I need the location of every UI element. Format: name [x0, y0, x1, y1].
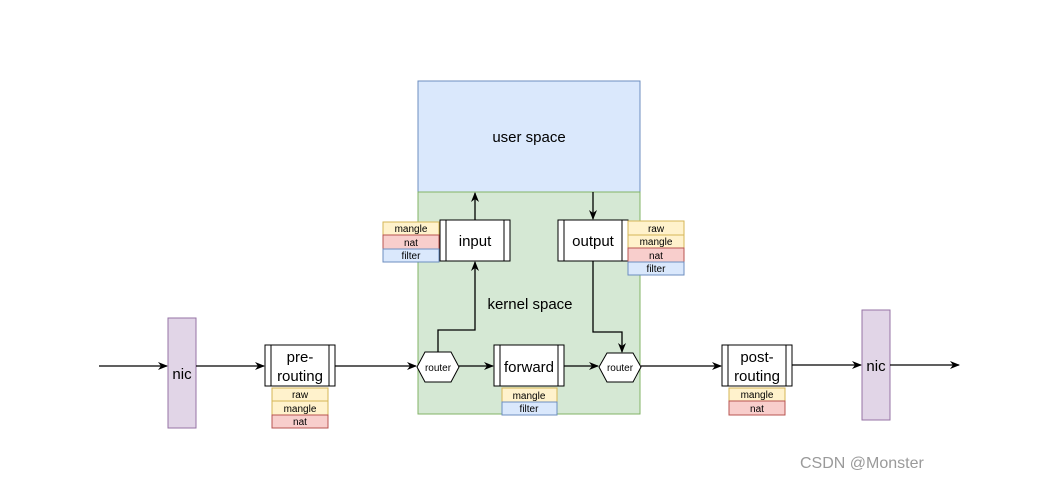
output-table-raw: raw — [648, 224, 665, 235]
output-table-filter-box — [627, 261, 685, 276]
csdn-watermark: CSDN @Monster — [800, 455, 924, 472]
input-label: input — [459, 233, 492, 250]
output-table-nat: nat — [649, 251, 663, 262]
user-space-region — [417, 80, 641, 193]
postrouting-label-line1: post- — [740, 349, 773, 366]
kernel-space-label: kernel space — [487, 296, 572, 313]
forward-label: forward — [504, 359, 554, 376]
user-space-label: user space — [492, 129, 565, 146]
input-table-nat: nat — [404, 238, 418, 249]
postrouting-table-nat: nat — [750, 404, 764, 415]
forward-table-filter: filter — [520, 404, 540, 415]
prerouting-table-nat-box — [271, 414, 329, 429]
output-label: output — [572, 233, 615, 250]
output-chain — [557, 219, 629, 262]
router-left-box — [416, 351, 460, 383]
forward-table-filter-box — [501, 401, 558, 416]
prerouting-table-nat: nat — [293, 417, 307, 428]
input-table-mangle: mangle — [395, 224, 428, 235]
router-right-box — [598, 352, 642, 383]
input-table-filter-box — [382, 248, 440, 263]
forward-chain — [493, 344, 565, 387]
nic-out-label: nic — [866, 358, 886, 375]
postrouting-label-line2: routing — [734, 368, 780, 385]
nic-in-box — [167, 317, 197, 429]
prerouting-label-line1: pre- — [287, 349, 314, 366]
postrouting-table-nat-box — [728, 400, 786, 416]
edge-output-to-router — [592, 261, 626, 353]
edge-router-to-input — [437, 261, 479, 352]
router-left-label: router — [425, 363, 452, 374]
nic-in-label: nic — [172, 366, 192, 383]
prerouting-label-line2: routing — [277, 368, 323, 385]
postrouting-table-mangle: mangle — [741, 390, 774, 401]
output-table-filter: filter — [647, 264, 667, 275]
output-table-mangle: mangle — [640, 237, 673, 248]
forward-table-mangle: mangle — [513, 391, 546, 402]
router-right-label: router — [607, 363, 634, 374]
prerouting-chain — [264, 344, 336, 387]
prerouting-table-mangle: mangle — [284, 404, 317, 415]
prerouting-table-raw: raw — [292, 390, 309, 401]
input-chain — [439, 219, 511, 262]
input-table-filter: filter — [402, 251, 422, 262]
